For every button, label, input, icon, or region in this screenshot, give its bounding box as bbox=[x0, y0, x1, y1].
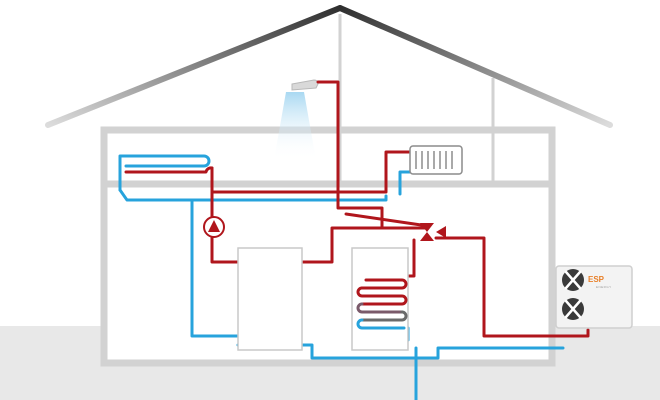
house-outline bbox=[100, 14, 556, 367]
hot-water-pipes bbox=[124, 80, 590, 338]
fan-icon bbox=[562, 298, 584, 320]
hot-pipe-to-valve bbox=[344, 212, 430, 228]
valve-icon bbox=[420, 223, 446, 241]
fan-icon bbox=[562, 269, 584, 291]
hot-water-tank bbox=[351, 247, 409, 351]
radiator-return-pipe bbox=[398, 170, 412, 196]
hot-pipe-valve-to-coil bbox=[406, 238, 416, 278]
brand-logo: ESP bbox=[588, 275, 605, 284]
roof bbox=[45, 5, 613, 128]
floor-heating-loop-cold bbox=[118, 154, 211, 192]
hot-pipe-heat-pump-supply bbox=[434, 236, 590, 338]
heat-pump-unit: ESP ENERGY bbox=[555, 265, 633, 329]
buffer-tank bbox=[237, 247, 303, 351]
shower-icon bbox=[274, 79, 319, 160]
brand-subtitle: ENERGY bbox=[596, 285, 612, 289]
house-walls bbox=[100, 126, 556, 367]
heat-exchanger-coil bbox=[356, 278, 408, 330]
radiator-icon bbox=[409, 145, 463, 175]
cold-pipe-buffer-return bbox=[190, 198, 240, 338]
cold-pipe-floor-return bbox=[118, 188, 388, 202]
hot-pipe-buffer-to-valve bbox=[300, 226, 428, 264]
hot-pipe-to-shower bbox=[316, 80, 384, 230]
hot-pipe-pump-to-buffer bbox=[210, 190, 240, 264]
pump-icon bbox=[203, 216, 225, 238]
hot-pipe-to-radiator bbox=[210, 150, 414, 194]
